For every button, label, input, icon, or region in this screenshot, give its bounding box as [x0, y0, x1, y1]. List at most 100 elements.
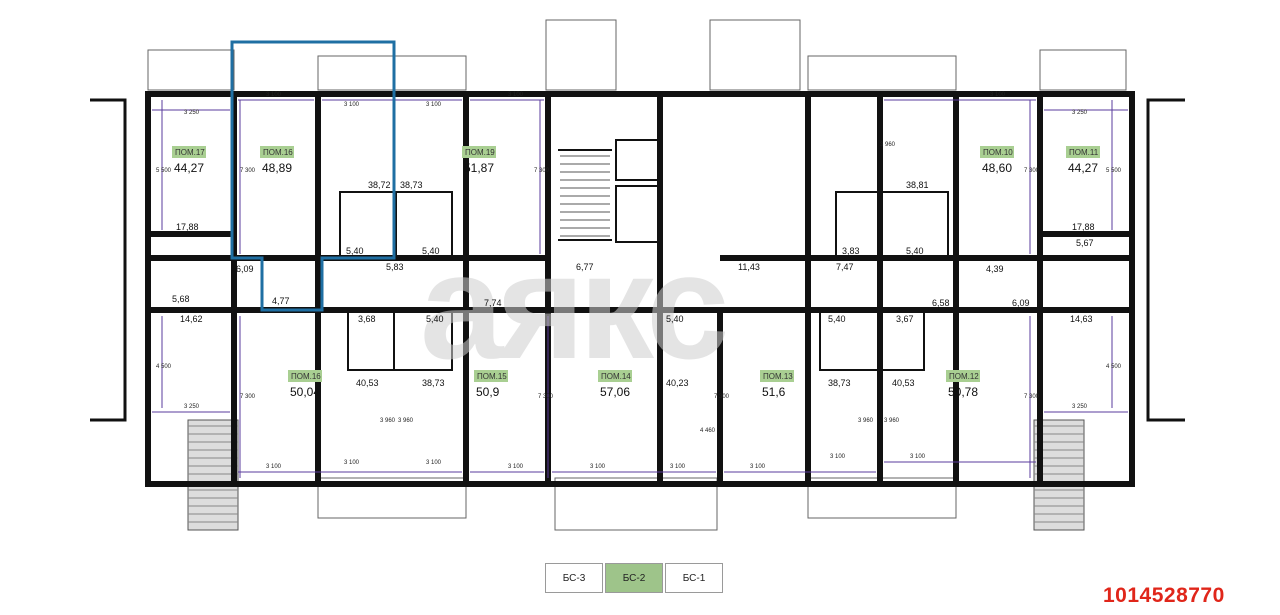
dimension-label: 3 100	[750, 464, 766, 470]
dimension-label: 4 500	[1106, 364, 1122, 370]
area-number: 4,77	[272, 296, 290, 306]
room-label: ПОМ.16	[263, 148, 293, 157]
room-area: 57,06	[600, 385, 630, 399]
listing-id: 1014528770	[1103, 584, 1225, 607]
area-number: 5,40	[828, 314, 846, 324]
area-number: 40,23	[666, 378, 689, 388]
room-label: ПОМ.13	[763, 372, 793, 381]
room-area: 44,27	[1068, 161, 1098, 175]
dimension-label: 7 300	[1024, 168, 1040, 174]
room-area: 51,6	[762, 385, 786, 399]
room-label: ПОМ.19	[465, 148, 495, 157]
dimension-label: 3 100	[910, 454, 926, 460]
room-area: 50,04	[290, 385, 320, 399]
selected-unit-outline[interactable]	[230, 40, 396, 312]
area-number: 6,58	[932, 298, 950, 308]
dimension-label: 3 250	[184, 404, 200, 410]
area-number: 5,40	[346, 246, 364, 256]
bathroom-walls	[339, 139, 949, 371]
dimension-label: 3 960	[858, 418, 874, 424]
room-badge[interactable]: ПОМ.11 44,27	[1066, 146, 1100, 175]
room-badge[interactable]: ПОМ.16 48,89	[260, 146, 294, 175]
area-number: 14,62	[180, 314, 203, 324]
room-badge[interactable]: ПОМ.13 51,6	[760, 370, 794, 399]
building-section-tabs: БС-3 БС-2 БС-1	[545, 563, 723, 593]
area-number: 38,73	[400, 180, 423, 190]
area-number: 4,39	[986, 264, 1004, 274]
dimension-label: 3 100	[344, 460, 360, 466]
area-number: 5,40	[666, 314, 684, 324]
dimension-label: 3 100	[426, 460, 442, 466]
area-number: 3,67	[896, 314, 914, 324]
room-area: 48,60	[982, 161, 1012, 175]
tab-bs-2[interactable]: БС-2	[605, 563, 663, 593]
dimension-label: 3 100	[344, 102, 360, 108]
floor-plan: аякс ПОМ.17 44,27 ПОМ.16 48,89 ПОМ.19 51…	[90, 19, 1185, 531]
dimension-label: 3 250	[1072, 110, 1088, 116]
area-number: 5,83	[386, 262, 404, 272]
room-badge[interactable]: ПОМ.15 50,9	[474, 370, 508, 399]
area-number: 17,88	[176, 222, 199, 232]
area-number: 11,43	[738, 262, 760, 272]
dimension-label: 3 960	[880, 142, 896, 148]
balcony-outlines	[147, 19, 1127, 531]
room-area: 44,27	[174, 161, 204, 175]
area-number: 38,73	[422, 378, 445, 388]
tab-bs-1[interactable]: БС-1	[665, 563, 723, 593]
room-badge[interactable]: ПОМ.17 44,27	[172, 146, 206, 175]
dimension-label: 4 500	[156, 364, 172, 370]
room-badge[interactable]: ПОМ.10 48,60	[980, 146, 1014, 175]
area-number: 3,83	[842, 246, 860, 256]
room-label: ПОМ.14	[601, 372, 631, 381]
dimension-label: 3 100	[508, 92, 524, 98]
area-number: 5,67	[1076, 238, 1094, 248]
dimension-label: 3 100	[508, 464, 524, 470]
side-blocks	[90, 98, 1185, 422]
area-number: 17,88	[1072, 222, 1095, 232]
area-number: 7,74	[484, 298, 502, 308]
dimension-label: 4 460	[700, 428, 716, 434]
watermark-text: аякс	[420, 222, 726, 390]
dimension-labels: 3 250 3 100 3 100 3 100 3 100 3 100 3 25…	[156, 92, 1122, 470]
area-number: 5,40	[426, 314, 444, 324]
room-label: ПОМ.17	[175, 148, 205, 157]
area-number: 40,53	[356, 378, 379, 388]
room-badge[interactable]: ПОМ.19 51,87	[462, 146, 496, 175]
room-area: 50,78	[948, 385, 978, 399]
area-number: 14,63	[1070, 314, 1093, 324]
room-badges: ПОМ.17 44,27 ПОМ.16 48,89 ПОМ.19 51,87 П…	[172, 146, 1100, 399]
room-label: ПОМ.12	[949, 372, 979, 381]
room-badge[interactable]: ПОМ.16 50,04	[288, 370, 322, 399]
room-badge[interactable]: ПОМ.14 57,06	[598, 370, 632, 399]
stairwell	[560, 155, 610, 237]
dimension-label: 3 960	[398, 418, 414, 424]
room-area: 51,87	[464, 161, 494, 175]
dimension-label: 3 250	[184, 110, 200, 116]
dimension-label: 5 500	[1106, 168, 1122, 174]
area-number: 38,72	[368, 180, 391, 190]
dimension-label: 7 300	[714, 394, 730, 400]
area-number: 40,53	[892, 378, 915, 388]
room-area: 48,89	[262, 161, 292, 175]
dimension-label: 7 300	[240, 394, 256, 400]
dimension-label: 7 300	[534, 168, 550, 174]
room-label: ПОМ.15	[477, 372, 507, 381]
area-number: 7,47	[836, 262, 854, 272]
dimension-label: 3 960	[884, 418, 900, 424]
area-number: 5,40	[906, 246, 924, 256]
dimension-label: 3 960	[380, 418, 396, 424]
room-label: ПОМ.16	[291, 372, 321, 381]
area-number: 38,73	[828, 378, 851, 388]
dimension-label: 3 100	[990, 92, 1006, 98]
room-label: ПОМ.10	[983, 148, 1013, 157]
dimension-label: 7 300	[1024, 394, 1040, 400]
area-number: 5,68	[172, 294, 190, 304]
tab-bs-3[interactable]: БС-3	[545, 563, 603, 593]
dimension-label: 3 100	[590, 464, 606, 470]
room-badge[interactable]: ПОМ.12 50,78	[946, 370, 980, 399]
area-number: 38,81	[906, 180, 929, 190]
room-label: ПОМ.11	[1069, 148, 1099, 157]
room-area: 50,9	[476, 385, 500, 399]
dimension-label: 7 300	[240, 168, 256, 174]
dimension-lines	[152, 99, 1128, 478]
